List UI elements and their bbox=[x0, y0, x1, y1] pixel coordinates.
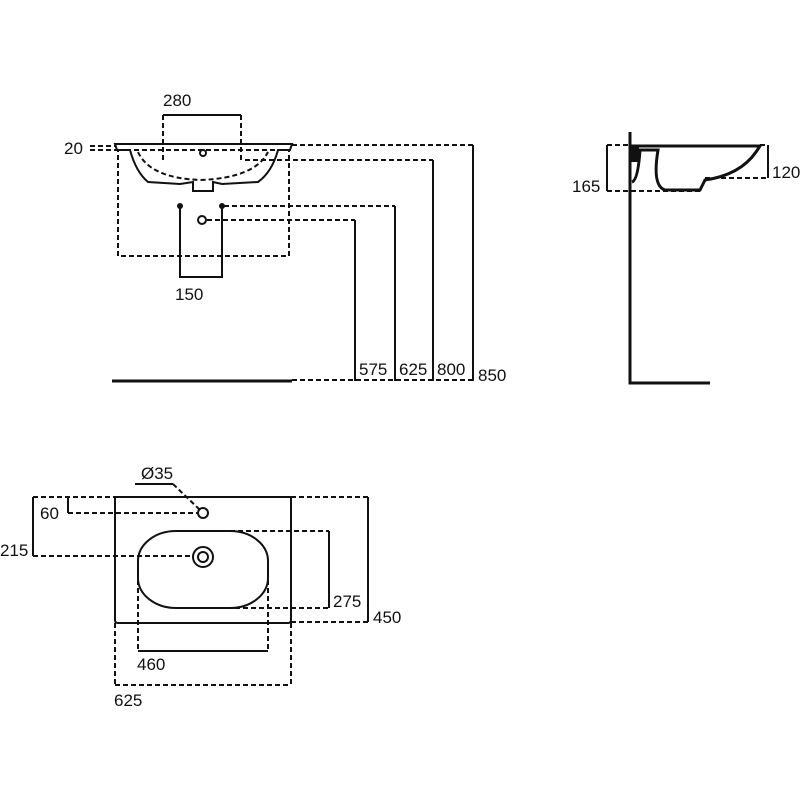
dim-tap-hole-offset: 60 bbox=[40, 504, 59, 523]
dim-waste-offset: 215 bbox=[0, 541, 28, 560]
dim-tap-spacing: 280 bbox=[163, 91, 191, 110]
basin-side-profile bbox=[630, 144, 763, 192]
basin-front-outline bbox=[113, 143, 294, 192]
tap-hole bbox=[197, 507, 209, 519]
dim-460-ext bbox=[137, 580, 269, 651]
dim-overall-depth: 450 bbox=[373, 608, 401, 627]
countertop-outline bbox=[114, 496, 292, 624]
dim-bowl-depth: 275 bbox=[333, 592, 361, 611]
dim-total-depth: 165 bbox=[572, 177, 600, 196]
dim-bracket-spacing: 150 bbox=[175, 285, 203, 304]
dia-leader bbox=[172, 483, 200, 510]
dim-625-plan bbox=[114, 623, 292, 686]
dim-waste-height: 575 bbox=[359, 360, 387, 379]
dim-bowl-height: 800 bbox=[437, 360, 465, 379]
dim-150-line bbox=[179, 206, 223, 278]
vanity-outline bbox=[117, 149, 290, 257]
front-view: 280 20 850 800 625 575 150 bbox=[64, 91, 506, 385]
dim-rim-thickness: 20 bbox=[64, 139, 83, 158]
dim-275-ext bbox=[230, 530, 329, 609]
side-view: 165 120 bbox=[572, 132, 800, 385]
dim-bracket-height: 625 bbox=[399, 360, 427, 379]
bowl-inner-line bbox=[137, 151, 269, 182]
side-dim-lines bbox=[606, 145, 769, 191]
wall-and-floor bbox=[628, 132, 710, 385]
side-dim-ext bbox=[607, 144, 768, 192]
bowl-outline bbox=[137, 530, 269, 609]
plan-view: Ø35 60 215 275 450 460 625 bbox=[0, 464, 401, 710]
dim-rim-height: 850 bbox=[478, 366, 506, 385]
dim-450-ext bbox=[291, 496, 368, 623]
dim-bowl-width: 460 bbox=[137, 655, 165, 674]
dim-850-ext bbox=[292, 144, 473, 381]
waste-outlet bbox=[197, 215, 207, 225]
waste-outer-ring bbox=[192, 546, 214, 568]
dim-215-ext bbox=[33, 496, 192, 557]
dim-tap-hole-diameter: Ø35 bbox=[141, 464, 173, 483]
basin-back-flange bbox=[631, 146, 639, 162]
dim-overall-width: 625 bbox=[114, 691, 142, 710]
dim-20-line bbox=[90, 145, 117, 151]
waste-inner-ring bbox=[197, 551, 209, 563]
dim-side-bowl-depth: 120 bbox=[772, 163, 800, 182]
